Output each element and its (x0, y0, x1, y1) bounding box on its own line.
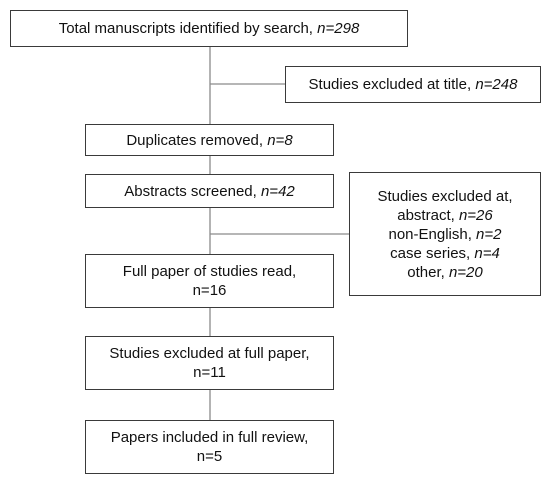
duplicates-count: n=8 (267, 131, 293, 149)
excluded-title-label: Studies excluded at title, n=248 (309, 75, 518, 94)
duplicates-text: Duplicates removed, (126, 131, 268, 149)
abstracts-box: Abstracts screened, n=42 (85, 174, 334, 208)
reason-abstract-count: n=26 (458, 206, 493, 224)
included-text: Papers included in full review, (110, 429, 309, 446)
included-box: Papers included in full review, n=5 (85, 420, 334, 474)
reason-case-series-text: case series, (390, 244, 475, 262)
excluded-non-english-reason: non-English, n=2 (388, 225, 501, 244)
excluded-case-series-reason: case series, n=4 (390, 244, 500, 263)
full-paper-box: Full paper of studies read, n=16 (85, 254, 334, 308)
total-identified-count: n=298 (317, 20, 360, 37)
excluded-title-text: Studies excluded at title, (308, 76, 476, 93)
duplicates-box: Duplicates removed, n=8 (85, 124, 334, 156)
excluded-full-text: Studies excluded at full paper, (109, 345, 310, 362)
excluded-other-reason: other, n=20 (407, 263, 483, 282)
total-identified-box: Total manuscripts identified by search, … (10, 10, 408, 47)
full-paper-count: n=16 (192, 282, 227, 299)
excluded-abstract-reason: abstract, n=26 (397, 206, 493, 225)
excluded-abstract-heading: Studies excluded at, (377, 187, 513, 205)
excluded-title-box: Studies excluded at title, n=248 (285, 66, 541, 103)
excluded-full-count: n=11 (193, 364, 226, 381)
excluded-full-paper-box: Studies excluded at full paper, n=11 (85, 336, 334, 390)
excluded-abstract-box: Studies excluded at, abstract, n=26 non-… (349, 172, 541, 296)
reason-other-count: n=20 (448, 263, 483, 281)
total-identified-text: Total manuscripts identified by search, (58, 20, 318, 37)
full-paper-text: Full paper of studies read, (122, 263, 297, 280)
total-identified-label: Total manuscripts identified by search, … (59, 19, 360, 38)
excluded-title-count: n=248 (475, 76, 518, 93)
abstracts-text: Abstracts screened, (124, 182, 261, 200)
reason-case-series-count: n=4 (474, 244, 500, 262)
abstracts-count: n=42 (260, 182, 295, 200)
reason-non-english-count: n=2 (476, 225, 502, 243)
reason-other-text: other, (407, 263, 449, 281)
abstracts-label: Abstracts screened, n=42 (124, 182, 295, 201)
duplicates-label: Duplicates removed, n=8 (126, 131, 292, 150)
reason-non-english-text: non-English, (388, 225, 477, 243)
reason-abstract-text: abstract, (397, 206, 459, 224)
included-count: n=5 (196, 448, 223, 465)
